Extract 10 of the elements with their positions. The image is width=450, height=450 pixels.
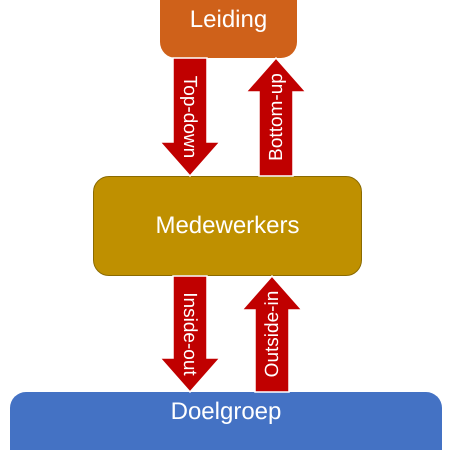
- box-label: Doelgroep: [170, 400, 282, 424]
- edge-label: Outside-in: [262, 290, 282, 378]
- process-box: [10, 392, 442, 450]
- edge-label: Top-down: [180, 76, 200, 158]
- process-box: [160, 0, 297, 58]
- process-box: [93, 176, 362, 276]
- box-label: Medewerkers: [155, 214, 300, 238]
- edge-label: Inside-out: [180, 292, 200, 376]
- edge-label: Bottom-up: [266, 73, 286, 161]
- box-label: Leiding: [190, 8, 268, 32]
